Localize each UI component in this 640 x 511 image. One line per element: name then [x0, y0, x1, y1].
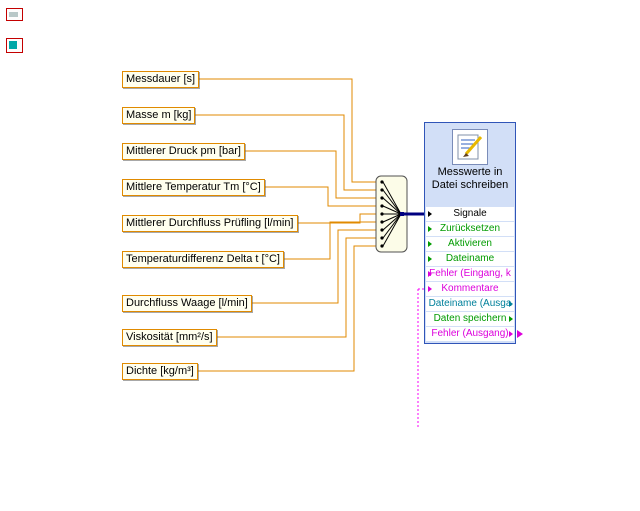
terminal-aktivieren: Aktivieren	[426, 237, 514, 251]
wire-viskositaet[interactable]	[145, 237, 382, 338]
control-label-masse[interactable]: Masse m [kg]	[122, 107, 196, 124]
terminal-zuruecksetzen: Zurücksetzen	[426, 222, 514, 236]
control-label-temperaturdifferenz[interactable]: Temperaturdifferenz Delta t [°C]	[122, 251, 284, 268]
control-label-druck[interactable]: Mittlerer Druck pm [bar]	[122, 143, 245, 160]
terminal-fehler-ausgang: Fehler (Ausgang)	[426, 327, 514, 341]
mini-terminal-glyph-2	[9, 41, 17, 49]
control-label-durchfluss-waage[interactable]: Durchfluss Waage [l/min]	[122, 295, 252, 312]
output-arrow-icon	[509, 301, 513, 307]
mini-terminal-glyph-1	[9, 12, 18, 17]
terminal-signale: Signale	[426, 207, 514, 221]
input-arrow-icon	[428, 226, 432, 232]
control-label-messdauer[interactable]: Messdauer [s]	[122, 71, 200, 88]
input-arrow-icon	[428, 271, 432, 277]
control-label-durchfluss-pruefling[interactable]: Mittlerer Durchfluss Prüfling [l/min]	[122, 215, 298, 232]
terminal-daten-speichern: Daten speichern	[426, 312, 514, 326]
vi-title: Messwerte in Datei schreiben	[425, 166, 515, 192]
vi-terminal-rows: Signale Zurücksetzen Aktivieren Dateinam…	[426, 207, 514, 342]
express-vi-write-measurement-file[interactable]: Messwerte in Datei schreiben Signale Zur…	[424, 122, 516, 344]
vi-title-line1: Messwerte in	[437, 166, 503, 178]
input-arrow-icon	[428, 211, 432, 217]
input-arrow-icon	[428, 256, 432, 262]
terminal-kommentare: Kommentare	[426, 282, 514, 296]
wire-messdauer[interactable]	[145, 78, 382, 183]
merge-signals-node[interactable]	[375, 175, 408, 253]
terminal-dateiname-ausg: Dateiname (Ausga	[426, 297, 514, 311]
error-out-stub-icon	[517, 330, 523, 338]
control-label-viskositaet[interactable]: Viskosität [mm²/s]	[122, 329, 217, 346]
terminal-dateiname: Dateiname	[426, 252, 514, 266]
input-arrow-icon	[428, 241, 432, 247]
wire-dichte[interactable]	[145, 245, 382, 372]
terminal-fehler-eingang: Fehler (Eingang, k	[426, 267, 514, 281]
input-arrow-icon	[428, 286, 432, 292]
output-arrow-icon	[509, 331, 513, 337]
control-label-temperatur[interactable]: Mittlere Temperatur Tm [°C]	[122, 179, 265, 196]
mini-terminal-icon-1[interactable]	[6, 8, 23, 21]
write-file-icon	[452, 129, 488, 165]
control-label-dichte[interactable]: Dichte [kg/m³]	[122, 363, 198, 380]
mini-terminal-icon-2[interactable]	[6, 38, 23, 53]
output-arrow-icon	[509, 316, 513, 322]
dangling-string-wire[interactable]	[417, 288, 424, 427]
vi-title-line2: Datei schreiben	[431, 179, 509, 191]
wire-masse[interactable]	[145, 114, 382, 191]
